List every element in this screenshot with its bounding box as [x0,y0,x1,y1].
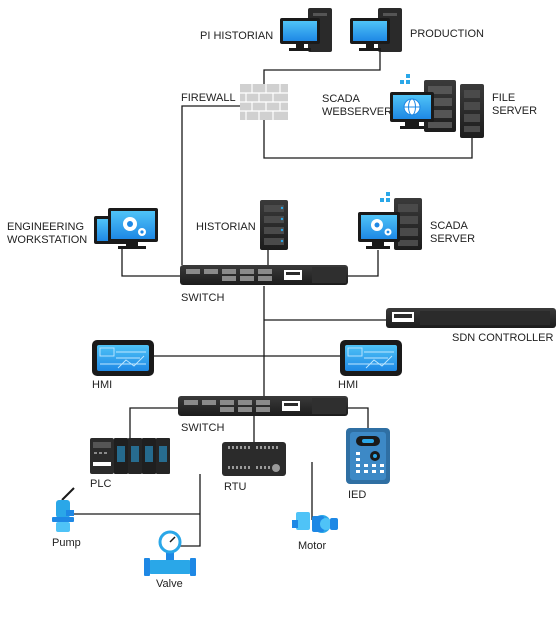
hmi-left-icon [92,340,154,376]
hmi-right-icon [340,340,402,376]
label-hmi-left: HMI [92,379,113,391]
label-ied: IED [348,489,367,501]
pi-historian-computer-icon [280,8,332,52]
link-switch-plc [129,407,180,440]
label-pump: Pump [52,537,81,549]
label-firewall: FIREWALL [181,92,236,104]
plc-icon [90,438,170,474]
label-valve: Valve [156,578,183,590]
motor-icon [292,512,338,533]
link-eng-switch [121,248,180,277]
engineering-workstation-icon [94,208,158,249]
firewall-brick-icon [240,84,288,120]
label-historian: HISTORIAN [196,221,256,233]
label-sdn-controller: SDN CONTROLLER [452,332,554,344]
valve-icon [144,530,196,576]
label-pi-historian: PI HISTORIAN [200,30,274,42]
connection-lines [72,48,473,547]
link-scada-switch [346,250,379,277]
label-switch-top: SWITCH [181,292,225,304]
scada-server-icon [358,192,422,250]
historian-server-icon [260,200,288,250]
label-switch-bottom: SWITCH [181,422,225,434]
label-file-server: FILE SERVER [492,92,538,117]
label-production: PRODUCTION [410,28,484,40]
label-plc: PLC [90,478,112,490]
label-scada-server: SCADA SERVER [430,220,476,245]
production-computer-icon [350,8,402,52]
link-firewall-switch [181,105,240,265]
label-engineering-workstation: ENGINEERING WORKSTATION [7,221,88,246]
label-scada-webserver: SCADA WEBSERVER [322,93,393,118]
label-motor: Motor [298,540,327,552]
top-switch-icon [180,265,348,285]
sdn-controller-icon [386,308,556,328]
rtu-icon [222,442,286,476]
scada-webserver-icon [390,74,456,132]
label-hmi-right: HMI [338,379,359,391]
bottom-switch-icon [178,396,348,416]
link-firewall-fileserver [263,118,473,159]
file-server-icon [460,84,484,138]
ied-icon [346,428,390,484]
link-switch-ied [346,407,369,428]
pump-icon [52,487,75,532]
label-rtu: RTU [224,481,247,493]
link-plc-field [172,474,201,547]
